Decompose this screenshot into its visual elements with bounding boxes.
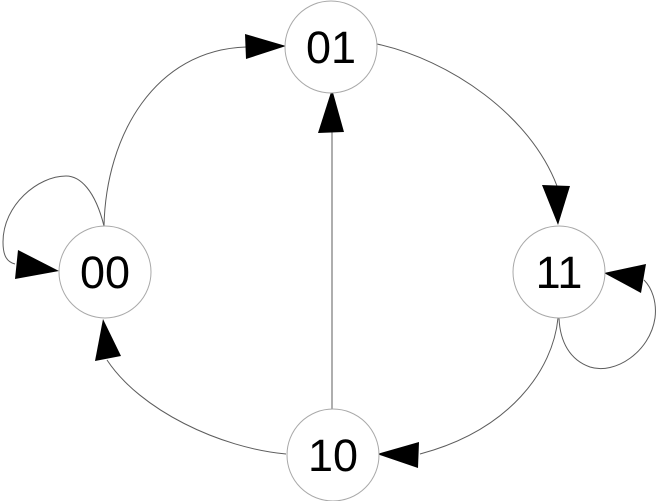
arrowhead-icon [95, 319, 121, 361]
arrowhead-icon [245, 34, 286, 59]
transition-curve [103, 46, 247, 227]
state-00: 00 [58, 225, 152, 319]
states-layer: 00 01 11 10 [58, 0, 606, 501]
state-circle [286, 408, 380, 501]
transition-curve [2, 175, 105, 265]
state-label: 00 [80, 247, 130, 298]
state-circle [284, 0, 378, 94]
arrowhead-icon [604, 264, 646, 293]
state-label: 10 [308, 430, 358, 481]
arrowhead-icon [318, 89, 344, 133]
transition-10-01 [318, 89, 344, 409]
state-circle [58, 225, 152, 319]
state-label: 11 [536, 247, 583, 298]
transition-01-11 [376, 43, 570, 225]
self-loop-00-00 [2, 175, 105, 279]
state-11: 11 [512, 225, 606, 319]
state-circle [512, 225, 606, 319]
state-01: 01 [284, 0, 378, 94]
transition-curve [376, 43, 558, 187]
transition-curve [419, 317, 559, 455]
arrowhead-icon [377, 442, 419, 468]
transitions-layer [2, 34, 656, 468]
transition-curve [558, 279, 656, 369]
self-loop-11-11 [558, 264, 656, 369]
transition-00-01 [103, 34, 286, 227]
transition-curve [106, 359, 287, 455]
state-10: 10 [286, 408, 380, 501]
transition-11-10 [377, 317, 559, 468]
arrowhead-icon [15, 250, 59, 279]
state-label: 01 [306, 22, 356, 73]
transition-10-00 [95, 319, 287, 455]
arrowhead-icon [542, 185, 570, 225]
